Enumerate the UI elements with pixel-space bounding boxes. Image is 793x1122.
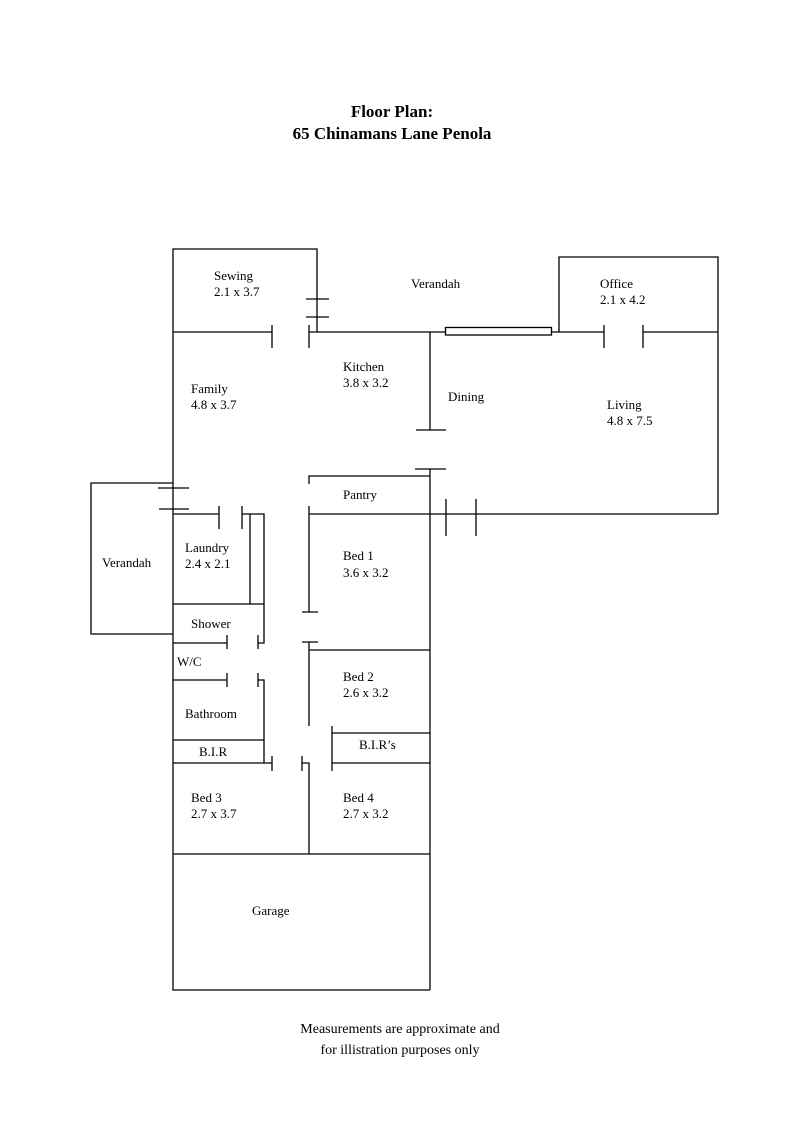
garage-label: Garage <box>252 903 290 918</box>
bathroom-label: Bathroom <box>185 706 237 721</box>
laundry-label: Laundry <box>185 540 230 555</box>
bed1-size: 3.6 x 3.2 <box>343 565 389 580</box>
family-size: 4.8 x 3.7 <box>191 397 237 412</box>
disclaimer-line1: Measurements are approximate and <box>300 1022 499 1037</box>
walls <box>90 248 719 991</box>
kitchen-size: 3.8 x 3.2 <box>343 375 389 390</box>
disclaimer-line2: for illistration purposes only <box>320 1043 479 1058</box>
plan-address: 65 Chinamans Lane Penola <box>293 124 492 143</box>
plan-title: Floor Plan: <box>351 102 433 121</box>
wc-label: W/C <box>177 654 202 669</box>
bed2-label: Bed 2 <box>343 669 374 684</box>
sewing-size: 2.1 x 3.7 <box>214 284 260 299</box>
shower-label: Shower <box>191 616 231 631</box>
verandah-top-label: Verandah <box>411 276 461 291</box>
bir-label: B.I.R <box>199 744 228 759</box>
office-label: Office <box>600 276 633 291</box>
living-label: Living <box>607 397 642 412</box>
family-label: Family <box>191 381 228 396</box>
bed3-size: 2.7 x 3.7 <box>191 806 237 821</box>
dining-label: Dining <box>448 389 485 404</box>
window <box>444 326 553 336</box>
bed1-label: Bed 1 <box>343 548 374 563</box>
living-size: 4.8 x 7.5 <box>607 413 653 428</box>
laundry-size: 2.4 x 2.1 <box>185 556 231 571</box>
bed4-label: Bed 4 <box>343 790 374 805</box>
pantry-label: Pantry <box>343 487 377 502</box>
verandah-side-label: Verandah <box>102 555 152 570</box>
bed2-size: 2.6 x 3.2 <box>343 685 389 700</box>
sewing-label: Sewing <box>214 268 254 283</box>
room-labels: Sewing 2.1 x 3.7 Verandah Office 2.1 x 4… <box>102 268 653 918</box>
bed4-size: 2.7 x 3.2 <box>343 806 389 821</box>
bed3-label: Bed 3 <box>191 790 222 805</box>
birs-label: B.I.R’s <box>359 737 396 752</box>
kitchen-label: Kitchen <box>343 359 385 374</box>
office-size: 2.1 x 4.2 <box>600 292 646 307</box>
